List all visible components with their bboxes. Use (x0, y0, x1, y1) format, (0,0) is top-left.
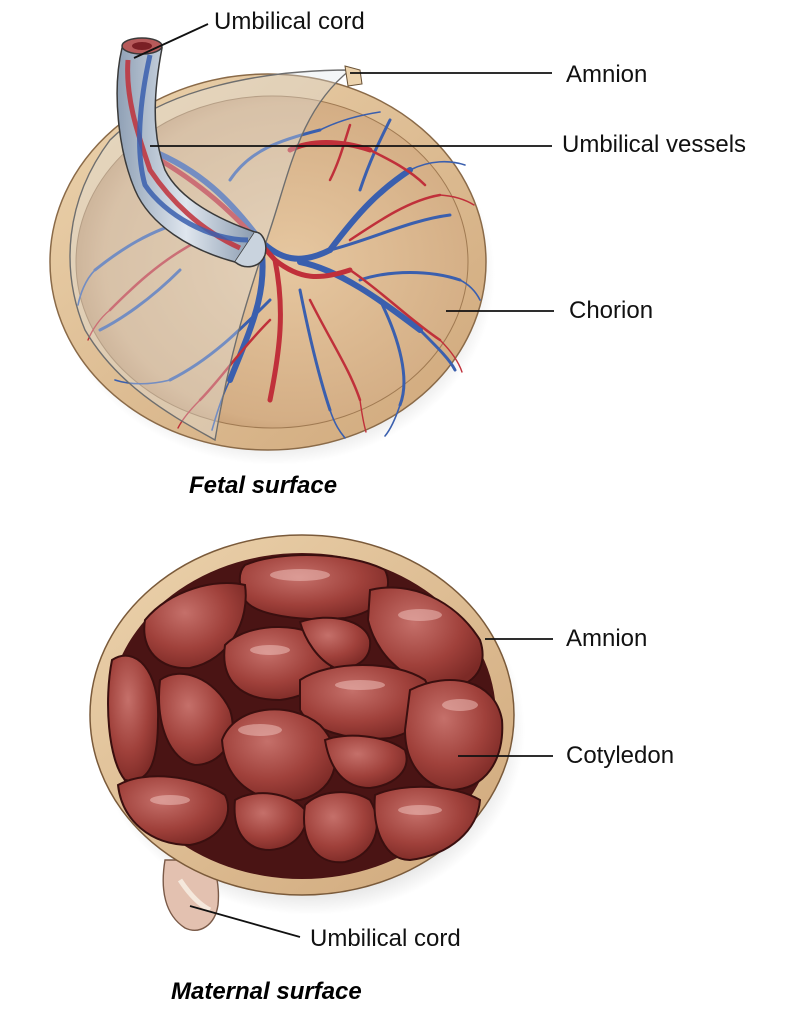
leader-fetal-umbilical-cord (133, 23, 209, 59)
cotyledon-11 (323, 734, 408, 790)
label-fetal-amnion: Amnion (566, 61, 648, 88)
caption-fetal-surface: Fetal surface (189, 472, 338, 499)
umbilical-vessels-tree (77, 111, 481, 439)
label-fetal-umbilical-vessels: Umbilical vessels (562, 131, 747, 158)
cotyledon-15 (373, 785, 482, 862)
umbilical-cord-fetal (116, 37, 267, 268)
cotyledon-5 (298, 616, 372, 670)
fetal-surface-illustration (49, 37, 495, 465)
cotyledons (107, 553, 504, 864)
chorion-plate (75, 95, 469, 429)
leader-maternal-umbilical-cord (189, 905, 301, 938)
cotyledon-13 (233, 792, 307, 852)
cotyledon-14 (303, 791, 378, 864)
cotyledon-3 (366, 586, 484, 690)
amnion-edge (344, 65, 363, 87)
cotyledon-2 (143, 582, 247, 670)
cotyledon-highlights (150, 569, 478, 815)
label-fetal-umbilical-cord: Umbilical cord (214, 8, 365, 35)
cotyledon-12 (116, 775, 230, 847)
label-maternal-cotyledon: Cotyledon (566, 742, 675, 769)
label-maternal-umbilical-cord: Umbilical cord (310, 925, 461, 952)
leader-lines (133, 23, 554, 938)
label-maternal-amnion: Amnion (566, 625, 648, 652)
label-fetal-chorion: Chorion (569, 297, 654, 324)
cotyledon-6 (107, 654, 160, 782)
maternal-surface-illustration (89, 534, 525, 931)
caption-maternal-surface: Maternal surface (171, 978, 362, 1005)
cotyledon-1 (238, 553, 390, 621)
cotyledon-9 (403, 679, 504, 792)
